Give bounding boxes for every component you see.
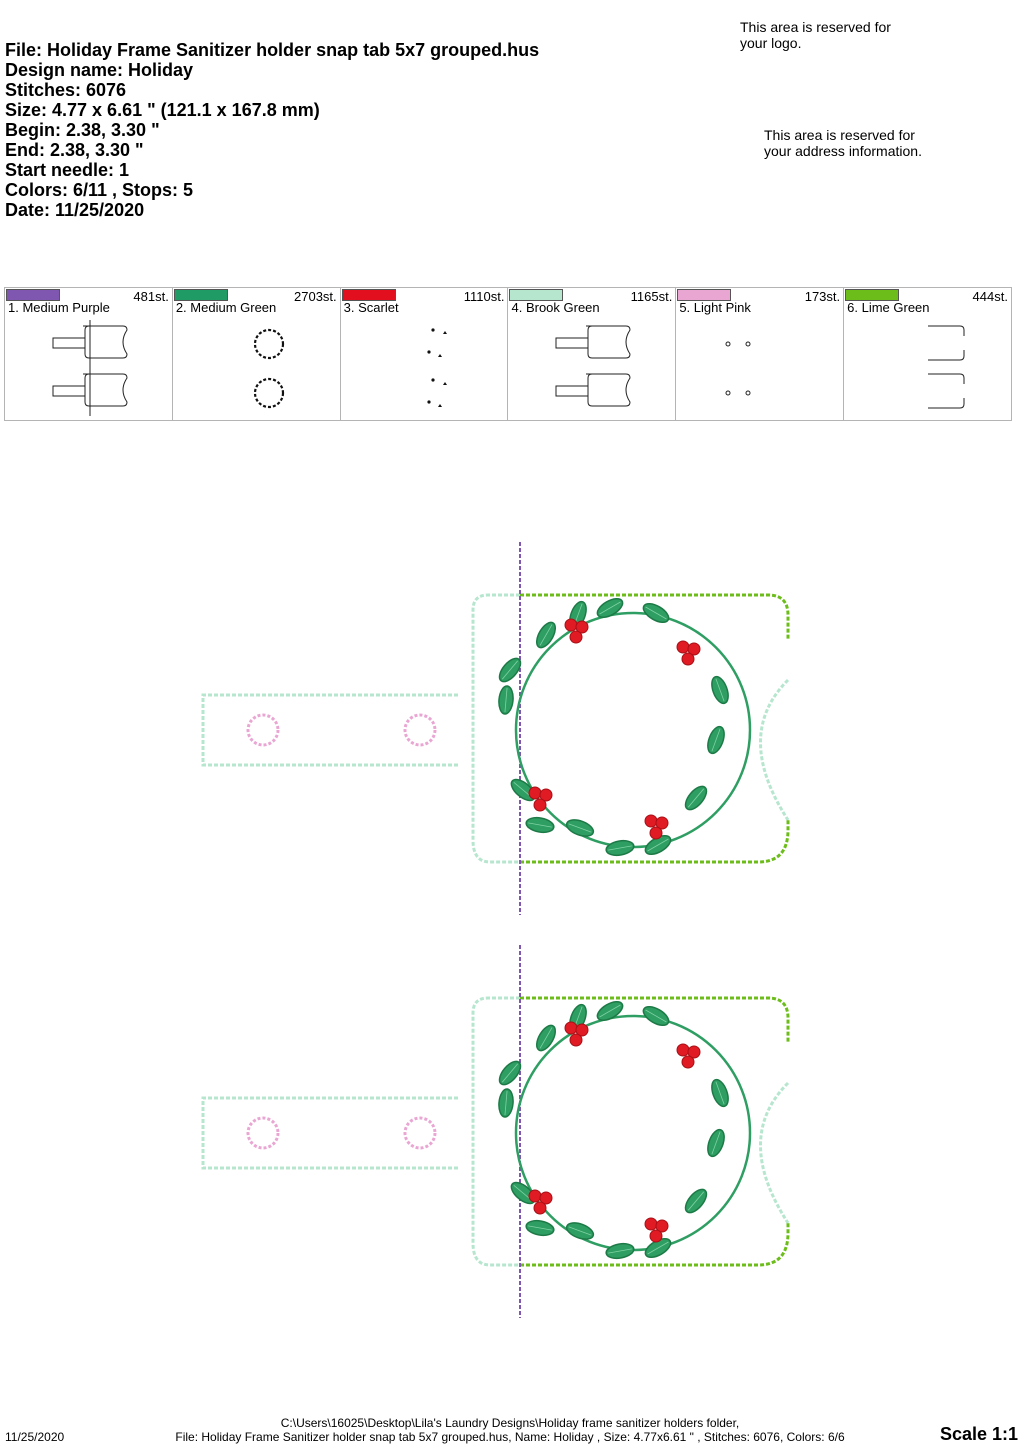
footer-file-line: File: Holiday Frame Sanitizer holder sna… [175,1430,845,1444]
logo-reserved-note: This area is reserved for your logo. [740,19,891,51]
design-info: File: Holiday Frame Sanitizer holder sna… [5,40,539,220]
color-cell-5: 173st. 5. Light Pink [676,288,845,420]
color-stitch-count: 444st. [972,289,1008,304]
scale-label: Scale 1:1 [939,1424,1018,1444]
colors-stops: Colors: 6/11 , Stops: 5 [5,180,194,200]
color-cell-2: 2703st. 2. Medium Green [173,288,341,420]
color-swatch [845,289,900,301]
color-sequence-table: 481st. 1. Medium Purple 2703st. 2. Mediu… [4,287,1012,421]
color-cell-1: 481st. 1. Medium Purple [5,288,173,420]
color-name: 5. Light Pink [679,300,751,315]
color-swatch [173,289,228,301]
color-stitch-count: 1165st. [630,289,673,304]
color-stitch-count: 173st. [804,289,841,304]
end-point: End: 2.38, 3.30 " [5,140,144,160]
color-thumbnail-purple-line [52,320,128,416]
address-reserved-note: This area is reserved for your address i… [764,127,922,159]
color-name: 2. Medium Green [175,300,277,315]
color-thumbnail-berries [427,328,447,407]
design-preview [0,430,1024,1380]
color-swatch [341,289,396,301]
footer-file-info: C:\Users\16025\Desktop\Lila's Laundry De… [100,1416,920,1444]
color-cell-3: 1110st. 3. Scarlet [341,288,509,420]
color-swatch [6,289,60,301]
footer-date: 11/25/2020 [5,1430,65,1444]
color-thumbnail-snap-circles [725,341,751,396]
color-name: 6. Lime Green [847,300,930,315]
design-date: Date: 11/25/2020 [5,200,145,220]
color-name: 1. Medium Purple [8,300,110,315]
color-name: 3. Scarlet [343,300,399,315]
color-name: 4. Brook Green [511,300,600,315]
color-stitch-count: 1110st. [463,289,505,304]
stitch-total: Stitches: 6076 [5,80,127,100]
file-name: File: Holiday Frame Sanitizer holder sna… [5,40,540,60]
start-needle: Start needle: 1 [5,160,130,180]
design-size: Size: 4.77 x 6.61 " (121.1 x 167.8 mm) [5,100,320,120]
color-stitch-count: 481st. [133,289,169,304]
color-cell-6: 444st. 6. Lime Green [844,288,1011,420]
color-thumbnail-final-edge [928,325,965,409]
holder-design-bottom [203,945,788,1318]
color-stitch-count: 2703st. [294,289,337,304]
holder-design-top [203,542,788,915]
color-thumbnail-leaves [253,328,284,409]
color-thumbnail-outline [555,325,631,407]
begin-point: Begin: 2.38, 3.30 " [5,120,160,140]
design-name: Design name: Holiday [5,60,194,80]
color-swatch [677,289,732,301]
color-swatch [509,289,564,301]
footer-path: C:\Users\16025\Desktop\Lila's Laundry De… [280,1416,740,1430]
color-cell-4: 1165st. 4. Brook Green [508,288,677,420]
